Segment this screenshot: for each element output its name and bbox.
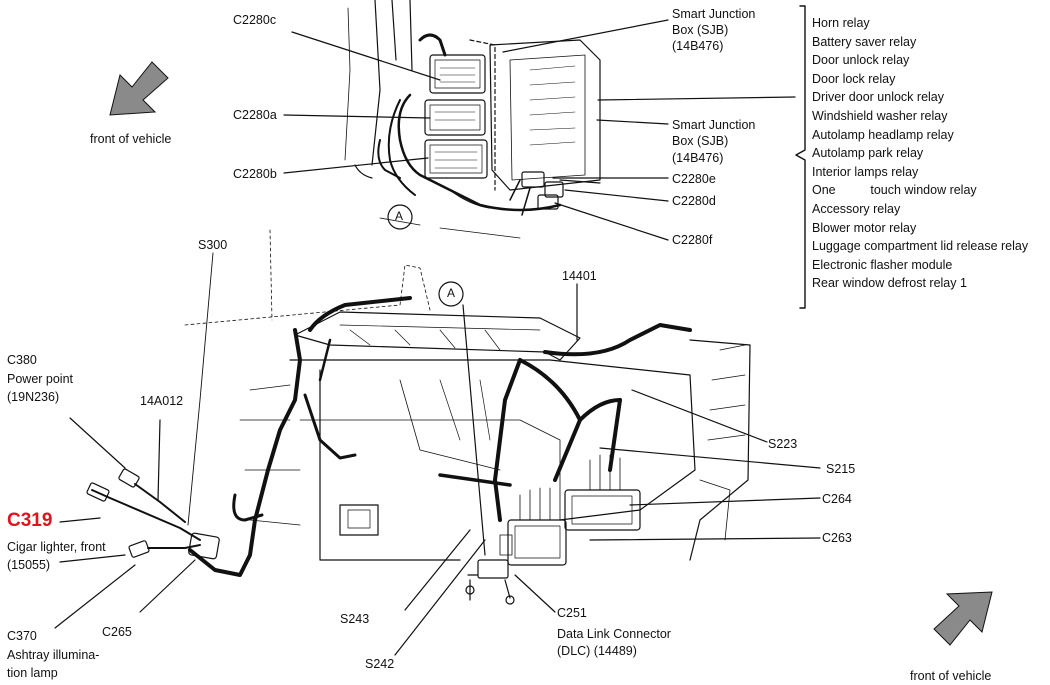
relay-item: Rear window defrost relay 1 xyxy=(812,276,967,291)
instrument-panel-drawing xyxy=(86,229,751,605)
relay-item: Autolamp park relay xyxy=(812,146,924,161)
callout-circle-a-top xyxy=(387,204,413,230)
label-c380: C380 xyxy=(7,353,37,367)
front-arrow-top-left-icon xyxy=(109,61,169,116)
relay-item: Door unlock relay xyxy=(812,53,910,68)
label-ashtray-2: tion lamp xyxy=(7,666,58,680)
relay-item: Autolamp headlamp relay xyxy=(812,127,954,142)
label-cigar-lighter: Cigar lighter, front xyxy=(7,540,106,554)
label-s242: S242 xyxy=(365,657,395,671)
label-sjb-top-3: (14B476) xyxy=(672,39,724,53)
label-s223: S223 xyxy=(768,437,798,451)
relay-item: Battery saver relay xyxy=(812,34,917,49)
label-c380-part: (19N236) xyxy=(7,390,60,404)
callout-a-mid: A xyxy=(447,286,456,300)
label-c2280d: C2280d xyxy=(672,194,716,208)
label-c2280a: C2280a xyxy=(233,108,277,122)
label-c370: C370 xyxy=(7,629,37,643)
label-14401: 14401 xyxy=(562,269,597,283)
label-power-point: Power point xyxy=(7,372,74,386)
label-cigar-part: (15055) xyxy=(7,558,51,572)
relay-item: Electronic flasher module xyxy=(812,257,953,272)
label-c2280b: C2280b xyxy=(233,167,277,181)
label-front-of-vehicle-top: front of vehicle xyxy=(90,132,172,146)
label-dlc-1: Data Link Connector xyxy=(557,627,671,641)
sjb-drawing xyxy=(344,0,601,239)
callout-a-top: A xyxy=(395,209,404,223)
label-sjb-top-1: Smart Junction xyxy=(672,7,756,21)
label-s215: S215 xyxy=(826,462,856,476)
label-ashtray-1: Ashtray illumina- xyxy=(7,648,100,662)
label-front-of-vehicle-bottom: front of vehicle xyxy=(910,669,992,683)
label-c319: C319 xyxy=(7,510,53,531)
relay-item: Blower motor relay xyxy=(812,220,917,235)
label-c2280e: C2280e xyxy=(672,172,716,186)
label-s300: S300 xyxy=(198,238,228,252)
relay-item: Driver door unlock relay xyxy=(812,90,944,105)
relay-item: One touch window relay xyxy=(812,183,977,198)
callout-circle-a-mid xyxy=(438,281,464,307)
label-c265: C265 xyxy=(102,625,132,639)
label-sjb-mid-2: Box (SJB) xyxy=(672,134,729,148)
relay-item: Door lock relay xyxy=(812,71,896,86)
label-c2280f: C2280f xyxy=(672,233,713,247)
label-dlc-2: (DLC) (14489) xyxy=(557,644,637,658)
relay-list: Horn relay Battery saver relay Door unlo… xyxy=(812,14,1028,293)
label-sjb-mid-1: Smart Junction xyxy=(672,118,756,132)
relay-item: Horn relay xyxy=(812,16,870,30)
label-sjb-mid-3: (14B476) xyxy=(672,151,724,165)
relay-item: Interior lamps relay xyxy=(812,164,919,179)
label-c264: C264 xyxy=(822,492,852,506)
label-s243: S243 xyxy=(340,612,370,626)
label-sjb-top-2: Box (SJB) xyxy=(672,23,729,37)
relay-item: Windshield washer relay xyxy=(812,108,948,123)
label-c2280c: C2280c xyxy=(233,13,277,27)
relay-item: Accessory relay xyxy=(812,201,901,216)
label-c251: C251 xyxy=(557,606,587,620)
relay-item: Luggage compartment lid release relay xyxy=(812,239,1029,254)
label-c263: C263 xyxy=(822,531,852,545)
front-arrow-bottom-right-icon xyxy=(933,591,993,646)
label-14a012: 14A012 xyxy=(140,394,184,408)
